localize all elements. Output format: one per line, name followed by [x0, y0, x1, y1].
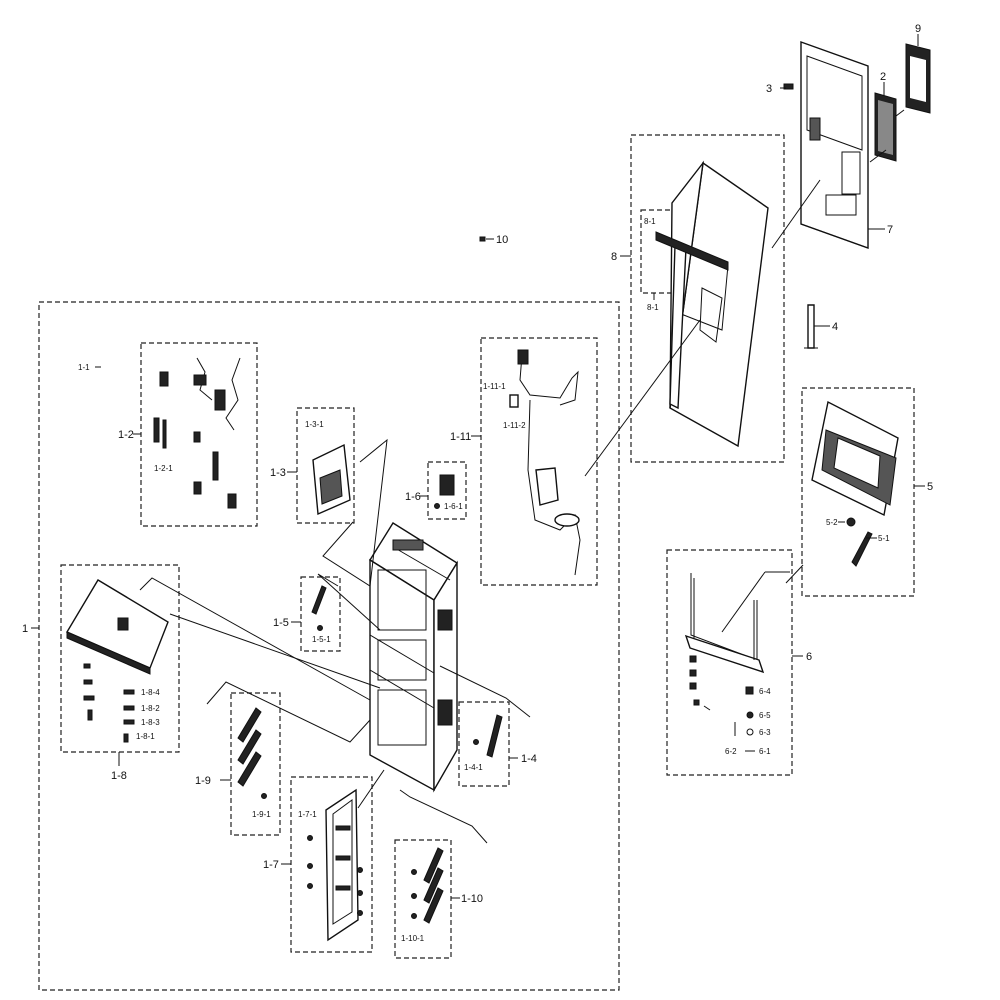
callout-1-6: 1-6	[405, 491, 421, 503]
callout-6-2: 6-2	[725, 747, 737, 756]
door-panel-1-7	[307, 788, 363, 942]
group-box-1	[38, 301, 620, 991]
callout-8-1: 8-1	[647, 303, 659, 312]
group-box-1-5	[300, 576, 341, 652]
callout-5: 5	[927, 481, 933, 493]
group-box-1-6	[427, 461, 467, 520]
callout-1-2-1: 1-2-1	[154, 464, 173, 473]
callout-6: 6	[806, 651, 812, 663]
evaporator-cover-1-3	[312, 443, 351, 516]
callout-1-3-1: 1-3-1	[305, 420, 324, 429]
callout-1: 1	[22, 623, 28, 635]
callout-10: 10	[496, 234, 508, 246]
callout-1-7: 1-7	[263, 859, 279, 871]
bracket-part-4	[804, 304, 818, 349]
housing-part-5	[811, 400, 899, 567]
callout-1-8-4: 1-8-4	[141, 688, 160, 697]
callout-9: 9	[915, 23, 921, 35]
shelf-parts-1-9	[237, 707, 267, 799]
callout-1-8-1: 1-8-1	[136, 732, 155, 741]
callout-2: 2	[880, 71, 886, 83]
callout-1-10: 1-10	[461, 893, 483, 905]
group-box-1-9	[230, 692, 281, 836]
group-box-1-11	[480, 337, 598, 586]
callout-1-6-1: 1-6-1	[444, 502, 463, 511]
frame-part-6	[684, 573, 765, 752]
callout-1-10-1: 1-10-1	[401, 934, 425, 943]
top-cover-panel	[800, 41, 869, 249]
callout-5-1: 5-1	[878, 534, 890, 543]
callout-1-1: 1-1	[78, 363, 90, 372]
main-cabinet	[369, 522, 458, 793]
callout-1-2: 1-2	[118, 429, 134, 441]
cabinet-shell	[655, 160, 769, 448]
handle-part-1-5	[311, 585, 327, 631]
callout-1-5-1: 1-5-1	[312, 635, 331, 644]
shelf-parts-1-10	[411, 847, 444, 924]
callout-8-1-top: 8-1	[644, 217, 656, 226]
callout-3: 3	[766, 83, 772, 95]
callout-1-7-1: 1-7-1	[298, 810, 317, 819]
callout-1-4-1: 1-4-1	[464, 763, 483, 772]
group-box-6	[666, 549, 793, 776]
callout-6-1: 6-1	[759, 747, 771, 756]
callout-1-11-2: 1-11-2	[503, 421, 526, 430]
group-box-1-10	[394, 839, 452, 959]
callout-8: 8	[611, 251, 617, 263]
callout-6-3: 6-3	[759, 728, 771, 737]
callout-1-3: 1-3	[270, 467, 286, 479]
callout-1-11: 1-11	[450, 431, 471, 443]
callout-5-2: 5-2	[826, 518, 838, 527]
callout-1-9: 1-9	[195, 775, 211, 787]
group-box-8	[630, 134, 785, 463]
callout-1-11-1: 1-11-1	[483, 382, 506, 391]
screw-part-10	[479, 236, 486, 242]
control-module	[874, 92, 897, 162]
group-box-5	[801, 387, 915, 597]
callout-1-8-2: 1-8-2	[141, 704, 160, 713]
callout-labels: 9 2 3 7 10 8 8-1 8-1 4 5 5-2 5-1 6 6-4 6…	[22, 23, 933, 943]
callout-6-4: 6-4	[759, 687, 771, 696]
callout-4: 4	[832, 321, 838, 333]
top-plate-1-8	[65, 579, 169, 743]
group-box-1-4	[458, 701, 510, 787]
group-box-1-8	[60, 564, 180, 753]
group-box-1-3	[296, 407, 355, 524]
tubing-assembly-1-11	[509, 349, 581, 576]
screw-part-3	[783, 83, 794, 90]
small-cover-plate	[905, 43, 931, 114]
callout-1-4: 1-4	[521, 753, 537, 765]
handle-part-1-4	[473, 714, 503, 758]
callout-1-8-3: 1-8-3	[141, 718, 160, 727]
callout-7: 7	[887, 224, 893, 236]
callout-6-5: 6-5	[759, 711, 771, 720]
leader-lines	[31, 34, 925, 899]
callout-1-8: 1-8	[111, 770, 127, 782]
callout-1-5: 1-5	[273, 617, 289, 629]
wire-harness-parts	[153, 357, 241, 509]
callout-1-9-1: 1-9-1	[252, 810, 271, 819]
sensor-part-1-6	[434, 474, 455, 509]
